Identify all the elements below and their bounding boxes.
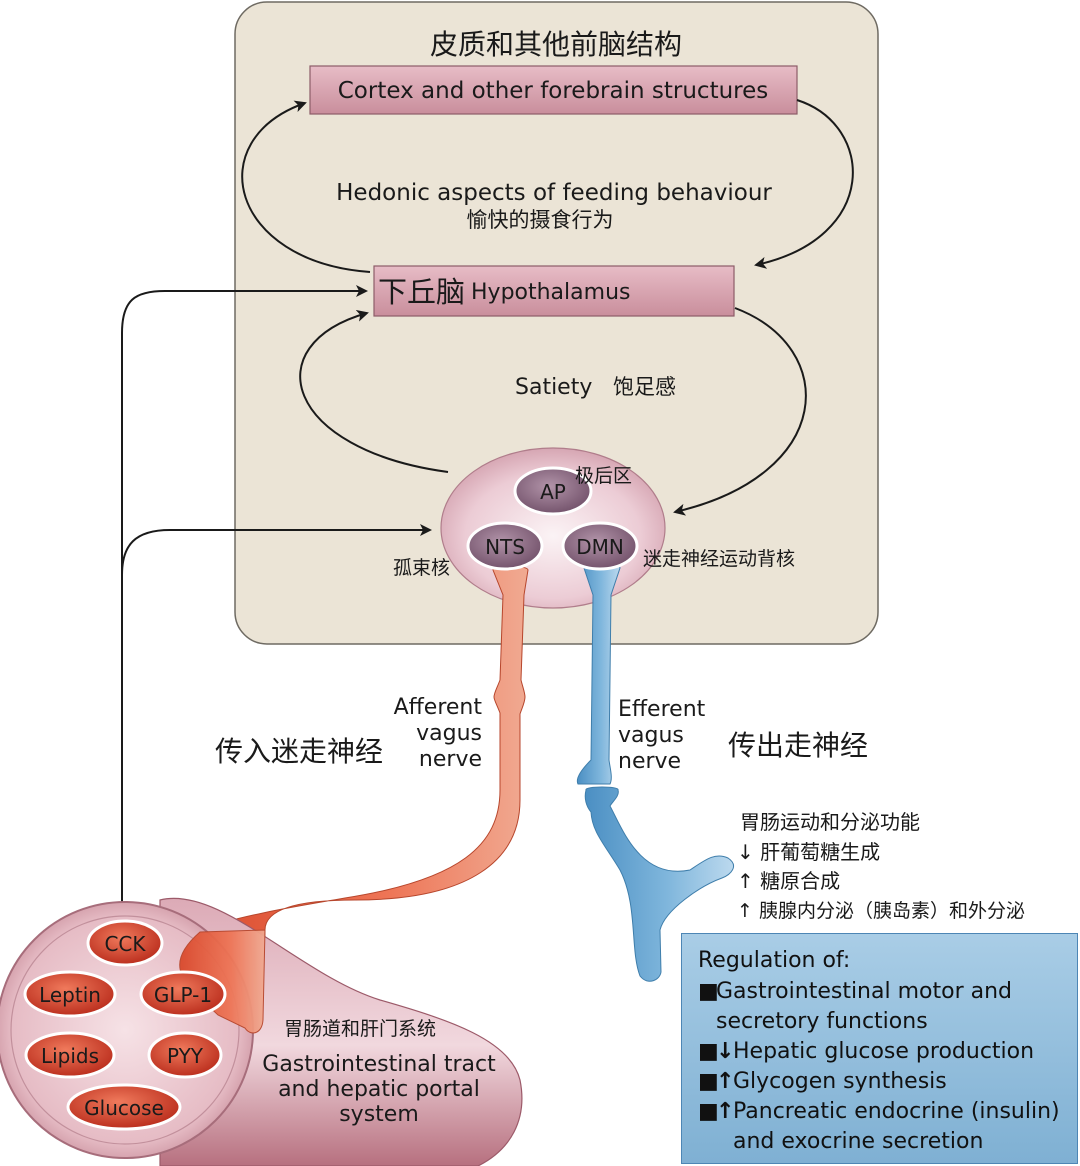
effect-zh-2: ↓ 肝葡萄糖生成 bbox=[737, 840, 880, 864]
bullet-icon: ■ bbox=[698, 1099, 719, 1124]
efferent-label-zh: 传出走神经 bbox=[728, 729, 868, 762]
hedonic-label-zh: 愉快的摄食行为 bbox=[467, 208, 614, 232]
signal-glucose: Glucose bbox=[66, 1083, 182, 1131]
efferent-label-line3: nerve bbox=[618, 749, 681, 774]
nucleus-nts bbox=[466, 521, 544, 571]
svg-text:Glucose: Glucose bbox=[84, 1096, 164, 1120]
cortex-label-en: Cortex and other forebrain structures bbox=[338, 78, 769, 104]
hypothalamus-label-en: Hypothalamus bbox=[471, 280, 630, 305]
effect-zh-3: ↑ 糖原合成 bbox=[737, 869, 840, 893]
gut-end-inner-ring bbox=[10, 915, 240, 1145]
signal-leptin: Leptin bbox=[23, 970, 117, 1018]
arrow-hypothalamus-to-cortex bbox=[241, 100, 371, 273]
afferent-label-line1: Afferent bbox=[394, 695, 483, 720]
regulation-item-hepatic: ■ ↓ Hepatic glucose production bbox=[698, 1037, 1063, 1067]
gut-label-line3: system bbox=[339, 1102, 419, 1127]
satiety-label-en: Satiety bbox=[515, 375, 592, 400]
svg-text:GLP-1: GLP-1 bbox=[154, 983, 212, 1007]
efferent-label-line1: Efferent bbox=[618, 697, 706, 722]
cortex-label-zh: 皮质和其他前脑结构 bbox=[430, 28, 682, 61]
signal-lipids: Lipids bbox=[24, 1031, 116, 1079]
bullet-icon: ■ bbox=[698, 979, 719, 1004]
efferent-label-line2: vagus bbox=[618, 723, 684, 748]
nucleus-nts-label: NTS bbox=[485, 535, 525, 559]
arrow-brainstem-to-hypothalamus bbox=[299, 309, 449, 473]
regulation-item-text: Pancreatic endocrine (insulin) and exocr… bbox=[733, 1099, 1060, 1154]
afferent-label-line3: nerve bbox=[419, 747, 482, 772]
hypothalamus-box bbox=[373, 265, 735, 317]
up-arrow-icon: ↑ bbox=[716, 1099, 735, 1124]
bullet-icon: ■ bbox=[698, 1039, 719, 1064]
nucleus-dmn bbox=[561, 521, 639, 571]
gut-label-zh: 胃肠道和肝门系统 bbox=[284, 1018, 436, 1040]
regulation-item-pancreatic: ■ ↑ Pancreatic endocrine (insulin) and e… bbox=[698, 1097, 1063, 1157]
regulation-title: Regulation of: bbox=[698, 948, 851, 973]
regulation-item-text: Glycogen synthesis bbox=[733, 1069, 947, 1094]
signal-glp-1: GLP-1 bbox=[139, 970, 227, 1018]
gut-label-line1: Gastrointestinal tract bbox=[262, 1052, 496, 1077]
dmn-label-zh: 迷走神经运动背核 bbox=[643, 548, 795, 570]
bullet-icon: ■ bbox=[698, 1069, 719, 1094]
svg-text:CCK: CCK bbox=[104, 932, 146, 956]
nucleus-dmn-label: DMN bbox=[576, 535, 624, 559]
afferent-label-zh: 传入迷走神经 bbox=[215, 735, 383, 768]
brain-panel bbox=[234, 1, 879, 645]
afferent-label-line2: vagus bbox=[416, 721, 482, 746]
nucleus-ap bbox=[513, 466, 593, 516]
ap-label-zh: 极后区 bbox=[575, 465, 632, 487]
down-arrow-icon: ↓ bbox=[716, 1039, 735, 1064]
regulation-panel: Regulation of: ■ Gastrointestinal motor … bbox=[681, 933, 1078, 1164]
efferent-vagus-branch bbox=[584, 786, 734, 982]
regulation-item-glycogen: ■ ↑ Glycogen synthesis bbox=[698, 1067, 1063, 1097]
hedonic-label-en: Hedonic aspects of feeding behaviour bbox=[336, 180, 772, 206]
regulation-item-text: Hepatic glucose production bbox=[733, 1039, 1035, 1064]
signal-pyy: PYY bbox=[147, 1031, 223, 1079]
svg-text:PYY: PYY bbox=[167, 1044, 204, 1068]
arrow-cortex-to-hypothalamus bbox=[754, 99, 854, 269]
gut-label-line2: and hepatic portal bbox=[278, 1077, 480, 1102]
svg-text:Lipids: Lipids bbox=[41, 1044, 99, 1068]
nts-label-zh: 孤束核 bbox=[393, 557, 450, 579]
hypothalamus-label-zh: 下丘脑 bbox=[378, 275, 465, 309]
svg-text:Leptin: Leptin bbox=[39, 983, 101, 1007]
nucleus-ap-label: AP bbox=[540, 480, 566, 504]
up-arrow-icon: ↑ bbox=[716, 1069, 735, 1094]
effect-zh-1: 胃肠运动和分泌功能 bbox=[740, 810, 920, 834]
cortex-box bbox=[309, 65, 798, 115]
satiety-label-zh: 饱足感 bbox=[613, 375, 676, 399]
effect-zh-4: ↑ 胰腺内分泌（胰岛素）和外分泌 bbox=[737, 900, 1025, 922]
signal-cck: CCK bbox=[86, 919, 164, 967]
signal-line-to-hypothalamus bbox=[121, 285, 368, 907]
arrow-hypothalamus-to-brainstem bbox=[673, 307, 807, 516]
regulation-item-text: Gastrointestinal motor and secretory fun… bbox=[716, 979, 1012, 1034]
regulation-item-gi: ■ Gastrointestinal motor and secretory f… bbox=[698, 977, 1063, 1037]
signal-line-to-brainstem bbox=[121, 524, 432, 576]
